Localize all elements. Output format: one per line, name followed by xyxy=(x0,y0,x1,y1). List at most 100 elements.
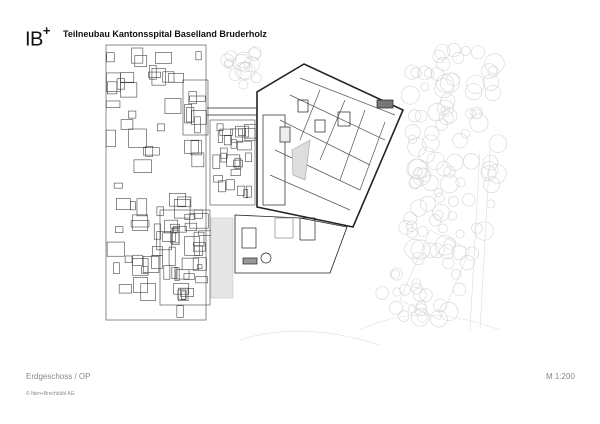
tree xyxy=(410,66,422,78)
tree xyxy=(462,193,476,207)
room xyxy=(105,44,207,321)
tree xyxy=(410,308,430,327)
tree xyxy=(422,134,440,152)
room xyxy=(132,214,148,231)
trees xyxy=(220,42,508,328)
room xyxy=(192,242,206,252)
room xyxy=(189,95,206,102)
logo-text: IB xyxy=(25,28,43,51)
tree xyxy=(436,161,452,177)
room xyxy=(217,130,223,143)
room xyxy=(151,255,163,269)
tree xyxy=(466,74,485,94)
tree xyxy=(470,106,483,119)
tree xyxy=(443,165,456,178)
room xyxy=(148,71,161,78)
tree xyxy=(483,176,500,194)
tree xyxy=(460,46,471,56)
tree xyxy=(390,269,401,279)
tree xyxy=(223,59,234,69)
tree xyxy=(460,128,471,139)
tree xyxy=(247,47,261,61)
room xyxy=(132,258,149,276)
room xyxy=(237,140,252,151)
room xyxy=(234,157,242,169)
tree xyxy=(474,221,494,241)
tree xyxy=(426,151,445,170)
room xyxy=(171,266,178,279)
room xyxy=(175,269,190,280)
room xyxy=(105,100,121,108)
tree xyxy=(465,83,483,101)
room xyxy=(184,104,192,124)
tree xyxy=(404,64,420,80)
tree xyxy=(416,167,432,183)
room xyxy=(118,284,132,294)
tree xyxy=(488,134,508,153)
room xyxy=(230,139,237,149)
room xyxy=(218,180,226,193)
room xyxy=(238,128,246,136)
tree xyxy=(390,267,403,281)
tree xyxy=(392,287,402,297)
room xyxy=(133,159,152,173)
tree xyxy=(417,312,428,323)
room xyxy=(236,185,246,196)
tree xyxy=(419,288,433,302)
tree xyxy=(439,244,455,260)
room xyxy=(142,256,160,273)
tree xyxy=(450,269,462,280)
room xyxy=(168,246,176,266)
room xyxy=(140,283,156,301)
tree xyxy=(407,134,418,144)
tree xyxy=(465,108,476,119)
room xyxy=(230,169,241,176)
tree xyxy=(444,237,457,250)
courtyard xyxy=(210,217,234,299)
room xyxy=(133,277,148,293)
room xyxy=(188,91,197,105)
tree xyxy=(423,242,439,258)
room xyxy=(172,226,187,233)
room xyxy=(128,128,147,148)
new-building xyxy=(207,63,405,274)
tree xyxy=(439,72,461,93)
room xyxy=(120,82,138,98)
tree xyxy=(487,65,500,78)
room xyxy=(177,289,187,300)
room xyxy=(170,223,180,229)
tree xyxy=(250,72,262,84)
room xyxy=(195,51,202,61)
tree xyxy=(406,227,418,239)
room xyxy=(194,116,201,134)
tree xyxy=(403,211,418,226)
tree xyxy=(455,229,465,239)
room xyxy=(233,159,243,168)
tree xyxy=(412,287,427,302)
room xyxy=(189,213,209,229)
tree xyxy=(423,68,435,79)
tree xyxy=(487,164,507,184)
tree xyxy=(482,154,499,171)
room xyxy=(193,231,205,247)
room xyxy=(186,107,195,123)
room xyxy=(244,127,256,141)
existing-building xyxy=(105,44,258,321)
room xyxy=(193,209,203,219)
tree xyxy=(427,103,446,122)
tree xyxy=(399,284,411,296)
room xyxy=(149,64,157,80)
floor-label: Erdgeschoss / OP xyxy=(26,372,91,381)
room xyxy=(209,119,256,206)
tree xyxy=(463,153,480,170)
room xyxy=(225,179,235,191)
tree xyxy=(239,61,251,73)
room xyxy=(174,267,180,281)
tree xyxy=(440,105,450,115)
tree xyxy=(412,167,431,186)
room xyxy=(194,245,203,256)
tree xyxy=(455,177,466,188)
room xyxy=(195,276,208,284)
room xyxy=(152,246,163,256)
tree xyxy=(452,132,468,149)
